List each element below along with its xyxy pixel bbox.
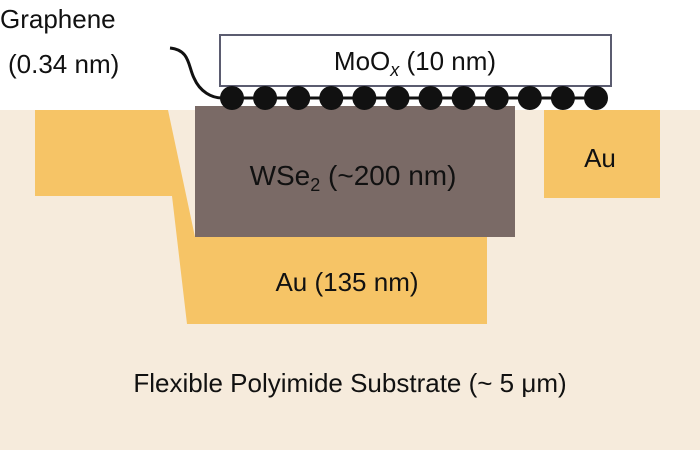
graphene-thickness-label: (0.34 nm)	[8, 49, 119, 79]
graphene-leader-line	[169, 46, 223, 100]
graphene-atom	[385, 86, 410, 110]
graphene-atoms	[220, 86, 608, 110]
wse2-subscript: 2	[310, 175, 320, 195]
moox-label: MoOx (10 nm)	[334, 46, 496, 80]
graphene-atom	[418, 86, 443, 110]
graphene-atom	[220, 86, 244, 110]
moox-thickness: (10 nm)	[399, 46, 496, 76]
graphene-atom	[517, 86, 542, 110]
graphene-atom	[319, 86, 344, 110]
graphene-atom	[584, 86, 608, 110]
wse2-thickness: (~200 nm)	[320, 160, 456, 191]
moox-layer	[219, 34, 612, 87]
graphene-atom	[451, 86, 476, 110]
graphene-atom	[286, 86, 311, 110]
graphene-atom	[550, 86, 575, 110]
graphene-atom	[352, 86, 377, 110]
au-right-label: Au	[584, 143, 616, 173]
au-right-electrode	[544, 110, 660, 198]
au-bottom-electrode	[35, 110, 487, 324]
au-bottom-label: Au (135 nm)	[275, 267, 418, 297]
graphene-atom	[484, 86, 509, 110]
graphene-layer	[220, 86, 608, 110]
moox-prefix: MoO	[334, 46, 390, 76]
wse2-prefix: WSe	[250, 160, 311, 191]
substrate-label: Flexible Polyimide Substrate (~ 5 μm)	[133, 368, 566, 398]
graphene-label: Graphene	[0, 4, 116, 34]
wse2-layer	[195, 106, 515, 237]
graphene-atom	[253, 86, 278, 110]
wse2-label: WSe2 (~200 nm)	[250, 160, 457, 195]
moox-subscript: x	[389, 60, 400, 80]
